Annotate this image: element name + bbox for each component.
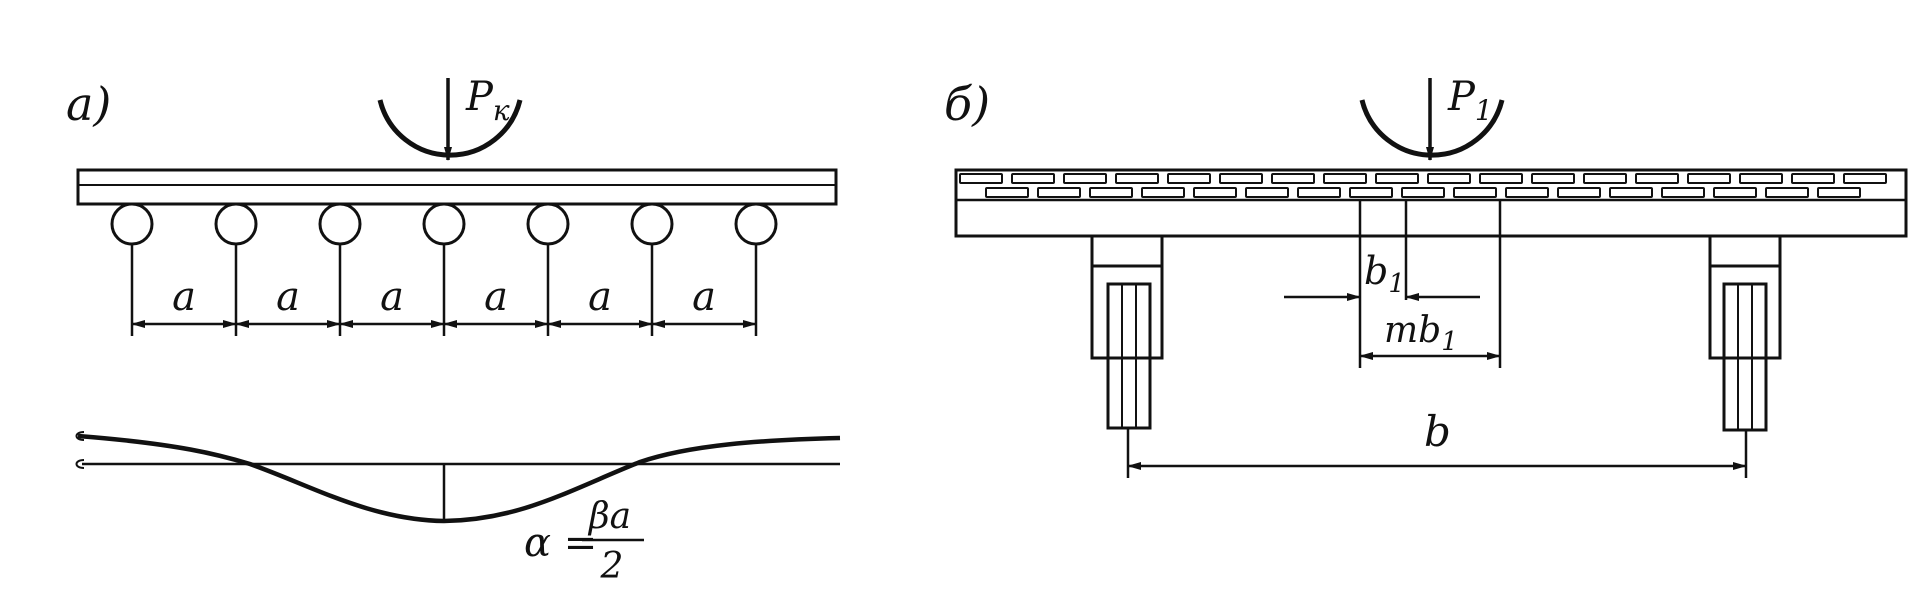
spacing-label-4: a	[484, 274, 508, 320]
b1-label: b1	[1364, 249, 1405, 299]
paving-block-4	[1115, 173, 1159, 184]
paving-block-35	[1817, 187, 1861, 198]
spacing-label-3: a	[380, 274, 404, 320]
curve-break-marks	[75, 431, 85, 469]
paving-block-6	[1219, 173, 1263, 184]
formula-numerator: βa	[587, 496, 631, 537]
paving-block-21	[1089, 187, 1133, 198]
span-label: b	[1424, 407, 1451, 456]
sleeper-2	[214, 202, 258, 246]
paving-block-30	[1557, 187, 1601, 198]
paving-block-5	[1167, 173, 1211, 184]
formula-denominator: 2	[600, 546, 624, 587]
deflection-curve	[77, 433, 841, 524]
paving-block-32	[1661, 187, 1705, 198]
paving-block-20	[1037, 187, 1081, 198]
mb1-label: mb1	[1384, 310, 1458, 357]
sleeper-4	[422, 202, 466, 246]
paving-block-24	[1245, 187, 1289, 198]
spacing-label-5: a	[588, 274, 612, 320]
paving-block-31	[1609, 187, 1653, 198]
sleeper-7	[734, 202, 778, 246]
sleeper-3	[318, 202, 362, 246]
deck-slab	[954, 168, 1908, 238]
paving-block-18	[1843, 173, 1887, 184]
paving-block-29	[1505, 187, 1549, 198]
panel-a-label: а)	[66, 77, 111, 131]
sleeper-6	[630, 202, 674, 246]
paving-block-3	[1063, 173, 1107, 184]
spacing-label-1: a	[172, 274, 196, 320]
paving-block-13	[1583, 173, 1627, 184]
paving-block-25	[1297, 187, 1341, 198]
paving-block-28	[1453, 187, 1497, 198]
support-right	[1708, 234, 1782, 432]
paving-block-33	[1713, 187, 1757, 198]
paving-block-9	[1375, 173, 1419, 184]
paving-blocks	[959, 173, 1887, 198]
paving-block-26	[1349, 187, 1393, 198]
sleeper-5	[526, 202, 570, 246]
formula-lhs: α =	[524, 520, 597, 566]
spacing-label-2: a	[276, 274, 300, 320]
paving-block-2	[1011, 173, 1055, 184]
spacing-label-6: a	[692, 274, 716, 320]
paving-block-1	[959, 173, 1003, 184]
paving-block-23	[1193, 187, 1237, 198]
sleepers-a	[110, 202, 778, 246]
paving-block-22	[1141, 187, 1185, 198]
paving-block-19	[985, 187, 1029, 198]
sleeper-1	[110, 202, 154, 246]
load-label-a: Pк	[465, 74, 510, 127]
paving-block-27	[1401, 187, 1445, 198]
paving-block-11	[1479, 173, 1523, 184]
paving-block-15	[1687, 173, 1731, 184]
paving-block-10	[1427, 173, 1471, 184]
paving-block-17	[1791, 173, 1835, 184]
load-label-b: P1	[1447, 74, 1493, 127]
rail-a	[76, 168, 838, 206]
support-left	[1090, 234, 1164, 430]
panel-b-label: б)	[944, 77, 990, 131]
panel-a: а) Pк a a a a a a α = βa 2	[66, 74, 841, 587]
paving-block-8	[1323, 173, 1367, 184]
paving-block-7	[1271, 173, 1315, 184]
panel-b: б) P1 b1	[944, 74, 1908, 478]
paving-block-16	[1739, 173, 1783, 184]
paving-block-14	[1635, 173, 1679, 184]
paving-block-12	[1531, 173, 1575, 184]
paving-block-34	[1765, 187, 1809, 198]
